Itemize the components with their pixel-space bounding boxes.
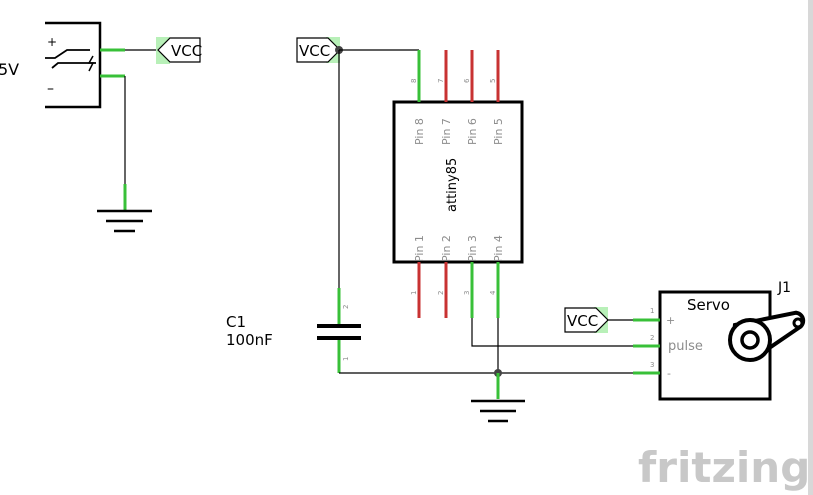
pin-1-label: Pin 1 — [413, 235, 426, 262]
pin-3-label: Pin 3 — [466, 235, 479, 262]
ic-name: attiny85 — [445, 158, 460, 212]
pin-3-number: 3 — [463, 291, 471, 295]
cap-ref-label: C1 — [226, 313, 246, 331]
pin-5-label: Pin 5 — [492, 118, 505, 145]
pin-2-number: 2 — [437, 291, 445, 295]
servo-title: Servo — [687, 296, 730, 314]
servo-pin-2-label: pulse — [668, 339, 703, 354]
net-label-vcc-servo[interactable]: VCC — [564, 307, 609, 333]
jack-voltage-label: 5V — [0, 60, 19, 79]
servo-horn-icon — [728, 310, 806, 362]
net-label-vcc-jack[interactable]: VCC — [156, 37, 202, 64]
capacitor-c1[interactable]: 2 1 — [317, 288, 361, 373]
ground-symbol-jack[interactable] — [97, 184, 152, 233]
canvas-scrollbar-edge[interactable] — [808, 0, 813, 495]
servo-pin-2-number: 2 — [650, 334, 654, 342]
pin-4-number: 4 — [489, 290, 497, 295]
wire-pin3-to-pulse[interactable] — [471, 318, 633, 347]
servo-ref: J1 — [777, 280, 791, 296]
vcc-label-text: VCC — [299, 42, 330, 60]
fritzing-logo: fritzing — [638, 443, 810, 492]
cap-pin-2-number: 2 — [342, 305, 350, 309]
net-label-vcc-chip[interactable]: VCC — [296, 37, 341, 63]
vcc-label-text: VCC — [171, 42, 202, 60]
pin-2-label: Pin 2 — [440, 235, 453, 262]
vcc-label-text: VCC — [567, 312, 598, 330]
pin-5-number: 5 — [489, 79, 497, 83]
pin-4-label: Pin 4 — [492, 235, 505, 262]
servo-pin-3-number: 3 — [650, 361, 654, 369]
pin-7-label: Pin 7 — [440, 118, 453, 145]
power-jack[interactable]: + – 5V — [0, 21, 102, 109]
pin-8-label: Pin 8 — [413, 118, 426, 145]
jack-plus-sign: + — [47, 35, 57, 49]
pin-8-number: 8 — [410, 79, 418, 83]
servo-pin-3-label: - — [667, 367, 671, 380]
jack-minus-sign: – — [47, 81, 54, 97]
servo-pin-1-number: 1 — [650, 307, 654, 315]
pin-6-label: Pin 6 — [466, 118, 479, 145]
pin-1-number: 1 — [410, 291, 418, 295]
pin-6-number: 6 — [463, 78, 471, 83]
cap-pin-1-number: 1 — [342, 357, 350, 361]
cap-value-label: 100nF — [226, 331, 273, 349]
lightning-icon — [87, 55, 95, 72]
ground-symbol-main[interactable] — [471, 373, 525, 423]
servo-pin-1-label: + — [666, 314, 675, 327]
pin-7-number: 7 — [437, 79, 445, 83]
attiny85-chip[interactable]: attiny85 — [392, 100, 524, 264]
